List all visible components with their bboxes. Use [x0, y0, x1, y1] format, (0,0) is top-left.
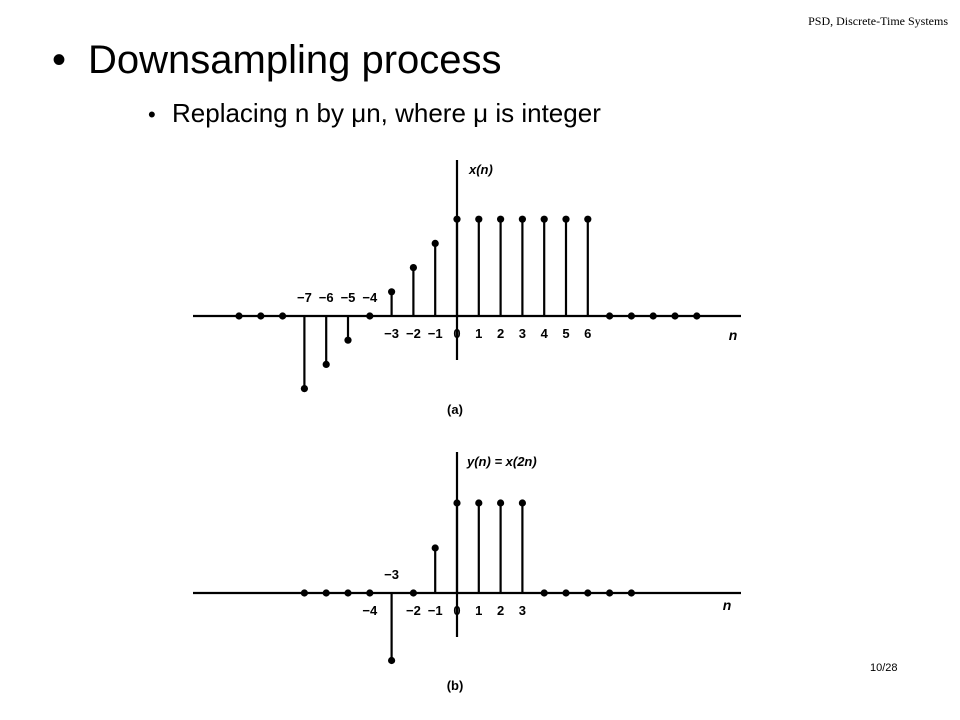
stem-point: [235, 312, 243, 320]
stem-point: [388, 288, 396, 296]
stem-point: [257, 312, 265, 320]
slide-subtitle: • Replacing n by μn, where μ is integer: [148, 98, 601, 129]
stem-point: [606, 312, 614, 320]
stem-point: [627, 312, 635, 320]
tick-label: −2: [406, 326, 421, 341]
tick-label: 6: [584, 326, 591, 341]
panel-label: (a): [447, 402, 463, 417]
tick-label: 2: [497, 326, 504, 341]
stem-point: [518, 499, 526, 507]
stem-point: [344, 589, 352, 597]
tick-label: −4: [362, 290, 378, 305]
stem-point: [279, 312, 287, 320]
stem-point: [322, 360, 330, 368]
stem-point: [300, 589, 308, 597]
stem-point: [627, 589, 635, 597]
bullet-point: •: [52, 38, 67, 82]
stem-point: [409, 264, 417, 272]
y-axis-label: y(n) = x(2n): [466, 454, 537, 469]
stem-point: [453, 215, 461, 223]
tick-label: −3: [384, 567, 399, 582]
tick-label: −3: [384, 326, 399, 341]
stem-point: [518, 215, 526, 223]
tick-label: −2: [406, 603, 421, 618]
stem-point: [540, 215, 548, 223]
bullet-point: •: [148, 102, 156, 127]
tick-label: 5: [562, 326, 569, 341]
stem-point: [540, 589, 548, 597]
slide-title: • Downsampling process: [52, 38, 502, 83]
tick-label: 1: [475, 603, 482, 618]
stem-point: [584, 215, 592, 223]
stem-point: [584, 589, 592, 597]
tick-label: −7: [297, 290, 312, 305]
stem-point: [693, 312, 701, 320]
page-number: 10/28: [870, 662, 898, 674]
stem-point: [497, 499, 505, 507]
tick-label: −1: [428, 326, 443, 341]
stem-point: [671, 312, 679, 320]
stem-point: [388, 656, 396, 665]
tick-label: −1: [428, 603, 443, 618]
tick-label: 3: [519, 326, 526, 341]
stem-point: [409, 589, 417, 597]
x-axis-label: n: [723, 597, 732, 613]
stem-point: [366, 312, 374, 320]
stem-point: [497, 215, 505, 223]
slide-subtitle-text: Replacing n by μn, where μ is integer: [172, 98, 601, 128]
stem-point: [431, 544, 439, 552]
stem-point: [322, 589, 330, 597]
tick-label: 0: [453, 326, 460, 341]
y-axis-label: x(n): [468, 162, 493, 177]
stem-point: [649, 312, 657, 320]
tick-label: 3: [519, 603, 526, 618]
stem-point: [562, 215, 570, 223]
stem-point: [366, 589, 374, 597]
tick-label: −6: [319, 290, 334, 305]
header-note: PSD, Discrete-Time Systems: [808, 14, 948, 28]
x-axis-label: n: [729, 327, 738, 343]
panel-label: (b): [447, 678, 464, 693]
tick-label: −5: [341, 290, 356, 305]
stem-point: [300, 385, 308, 393]
slide-title-text: Downsampling process: [88, 38, 502, 82]
tick-label: 4: [541, 326, 549, 341]
tick-label: −4: [362, 603, 378, 618]
stem-point: [475, 215, 483, 223]
tick-label: 0: [453, 603, 460, 618]
stem-point: [475, 499, 483, 507]
stem-point: [562, 589, 570, 597]
stem-point: [431, 239, 439, 247]
stem-point: [344, 336, 352, 344]
stem-point: [606, 589, 614, 597]
tick-label: 2: [497, 603, 504, 618]
tick-label: 1: [475, 326, 482, 341]
stem-point: [453, 499, 461, 507]
